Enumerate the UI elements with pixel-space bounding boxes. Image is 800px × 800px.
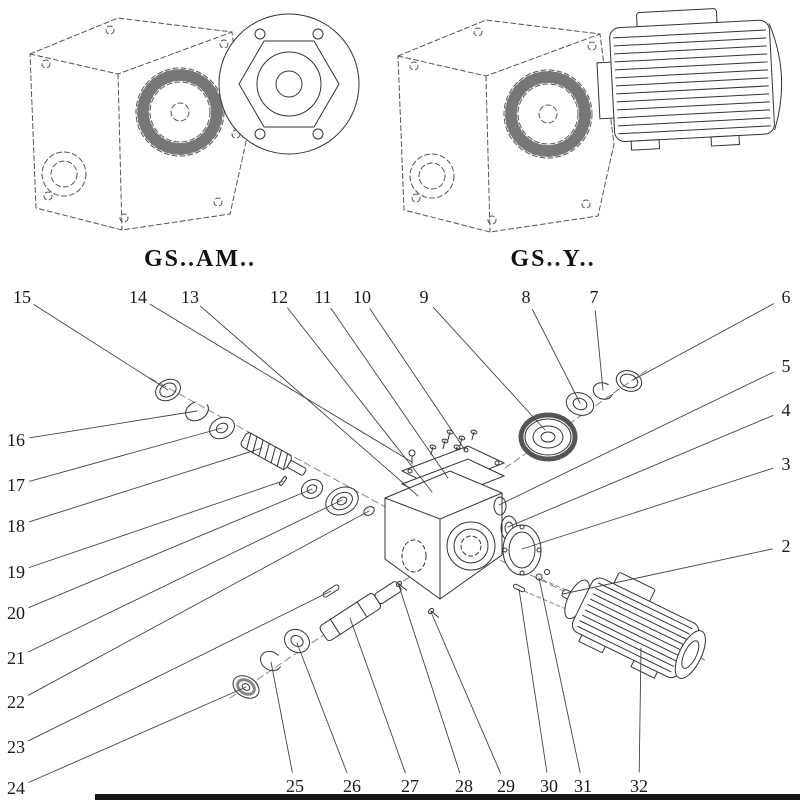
callout-number-32: 32 bbox=[630, 776, 648, 796]
leader-line-17 bbox=[29, 427, 223, 482]
callout-number-6: 6 bbox=[781, 287, 791, 307]
callout-number-17: 17 bbox=[7, 475, 25, 495]
callout-number-19: 19 bbox=[7, 562, 25, 582]
callout-number-22: 22 bbox=[7, 692, 25, 712]
part-retaining-ring-input bbox=[185, 400, 209, 422]
part-bearing-output bbox=[284, 628, 310, 654]
leader-line-19 bbox=[28, 480, 284, 568]
callout-number-12: 12 bbox=[270, 287, 288, 307]
leader-line-18 bbox=[28, 447, 263, 523]
gs-y-gearbox-drawing bbox=[397, 19, 615, 233]
gs-am-gearbox-drawing bbox=[29, 17, 247, 231]
leader-line-12 bbox=[287, 307, 433, 493]
callout-number-27: 27 bbox=[401, 776, 419, 796]
callout-number-18: 18 bbox=[7, 516, 25, 536]
callout-number-31: 31 bbox=[574, 776, 592, 796]
callout-number-11: 11 bbox=[314, 287, 332, 307]
callout-number-20: 20 bbox=[7, 603, 25, 623]
leader-line-5 bbox=[498, 371, 774, 506]
caption-gs-am: GS..AM.. bbox=[144, 246, 256, 272]
leader-line-7 bbox=[594, 310, 604, 391]
leader-line-13 bbox=[200, 305, 419, 497]
callout-number-29: 29 bbox=[497, 776, 515, 796]
leader-line-3 bbox=[521, 467, 774, 550]
gs-am-flange-drawing bbox=[218, 13, 360, 155]
leader-line-22 bbox=[27, 510, 370, 696]
part-shim-ring bbox=[615, 370, 643, 392]
part-circlip-gear bbox=[592, 382, 614, 400]
callout-number-21: 21 bbox=[7, 648, 25, 668]
callout-number-28: 28 bbox=[455, 776, 473, 796]
leader-line-4 bbox=[507, 414, 774, 528]
part-helical-gear bbox=[518, 412, 578, 462]
callout-number-7: 7 bbox=[589, 287, 599, 307]
callout-number-25: 25 bbox=[286, 776, 304, 796]
part-circlip-output bbox=[260, 650, 282, 672]
leader-line-6 bbox=[632, 303, 775, 381]
callout-number-15: 15 bbox=[13, 287, 31, 307]
part-output-flange bbox=[502, 524, 542, 576]
leader-line-11 bbox=[330, 308, 449, 479]
callout-number-30: 30 bbox=[540, 776, 558, 796]
part-cover-small bbox=[493, 496, 507, 516]
page-edge-rule bbox=[95, 794, 800, 800]
callout-number-23: 23 bbox=[7, 737, 25, 757]
part-pin bbox=[278, 476, 288, 486]
leader-line-10 bbox=[369, 308, 466, 451]
part-worm-wheel-washer bbox=[325, 486, 359, 516]
callout-number-14: 14 bbox=[129, 287, 147, 307]
callout-number-8: 8 bbox=[521, 287, 531, 307]
leader-line-20 bbox=[28, 488, 313, 609]
part-bearing-gear bbox=[565, 392, 595, 416]
part-oil-seal bbox=[155, 378, 181, 402]
leader-line-31 bbox=[538, 577, 581, 773]
callout-number-10: 10 bbox=[353, 287, 371, 307]
callout-number-3: 3 bbox=[781, 454, 791, 474]
part-motor bbox=[561, 572, 706, 679]
part-worm-shaft bbox=[240, 432, 307, 476]
leader-line-27 bbox=[349, 617, 406, 774]
callout-number-2: 2 bbox=[781, 536, 791, 556]
leader-line-2 bbox=[562, 548, 773, 595]
part-screw-b bbox=[428, 607, 440, 618]
callout-number-13: 13 bbox=[181, 287, 199, 307]
part-housing bbox=[384, 470, 503, 600]
leader-lines-layer bbox=[27, 303, 775, 783]
leader-line-9 bbox=[432, 306, 546, 431]
callout-number-9: 9 bbox=[419, 287, 429, 307]
leader-line-24 bbox=[28, 686, 247, 783]
leader-line-26 bbox=[296, 642, 348, 774]
part-screw-a bbox=[396, 580, 408, 591]
caption-gs-y: GS..Y.. bbox=[510, 246, 596, 272]
gs-y-motor-drawing bbox=[596, 8, 783, 151]
leader-line-32 bbox=[638, 647, 642, 773]
callout-number-16: 16 bbox=[7, 430, 25, 450]
leader-line-30 bbox=[518, 588, 548, 773]
callout-number-24: 24 bbox=[7, 778, 25, 798]
leader-line-14 bbox=[149, 303, 413, 463]
leader-line-29 bbox=[430, 611, 501, 774]
callout-number-4: 4 bbox=[781, 400, 791, 420]
leader-line-21 bbox=[28, 499, 343, 653]
exploded-view-drawing bbox=[149, 367, 706, 699]
leader-line-23 bbox=[28, 590, 332, 742]
leader-line-15 bbox=[33, 304, 169, 391]
leader-line-25 bbox=[270, 661, 293, 773]
part-breather-plug bbox=[408, 449, 416, 465]
leader-line-28 bbox=[398, 585, 461, 774]
callout-number-5: 5 bbox=[781, 356, 791, 376]
callout-number-26: 26 bbox=[343, 776, 361, 796]
part-output-shaft bbox=[319, 581, 402, 642]
leader-line-8 bbox=[531, 309, 581, 404]
leader-line-16 bbox=[29, 410, 198, 439]
